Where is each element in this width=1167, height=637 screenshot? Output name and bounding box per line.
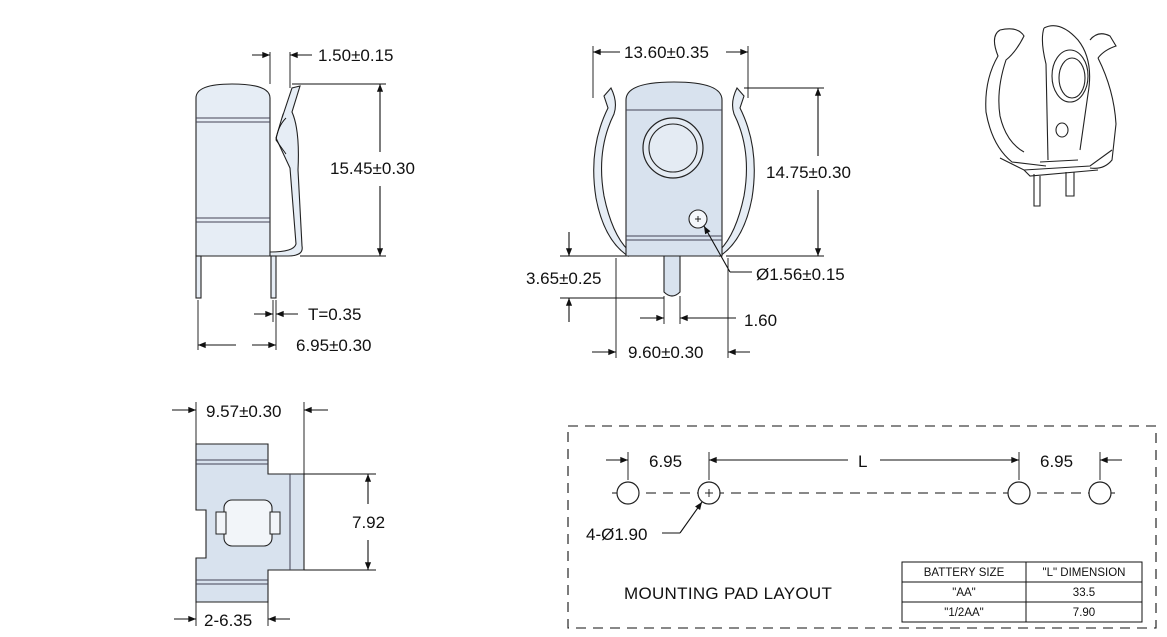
table-cell-size-half-aa: "1/2AA" [944,607,984,619]
pad-hole-4 [1088,481,1112,505]
dim-height: 15.45±0.30 [330,159,415,178]
dim-bottom-width: 9.57±0.30 [206,402,282,421]
battery-table: BATTERY SIZE "L" DIMENSION "AA" 33.5 "1/… [901,561,1143,623]
table-header-battery-size: BATTERY SIZE [924,567,1005,579]
dim-bottom-depth: 7.92 [352,513,385,532]
side-view: 1.50±0.15 15.45±0.30 T=0.35 6.95±0.30 [195,46,415,355]
dim-pin-spacing: 6.95±0.30 [296,336,372,355]
pad-hole-3 [1007,481,1031,505]
dim-base-width: 9.60±0.30 [628,343,704,362]
pad-hole-1 [616,481,640,505]
pad-layout-title: MOUNTING PAD LAYOUT [624,584,832,603]
dim-material-thickness: T=0.35 [308,305,361,324]
front-left-arm [593,87,629,258]
pad-right-offset: 6.95 [1040,452,1073,471]
table-cell-l-half-aa: 7.90 [1073,607,1095,619]
pad-center-label: L [858,452,867,471]
dim-front-height: 14.75±0.30 [766,163,851,182]
table-cell-l-aa: 33.5 [1073,587,1095,599]
dim-pin-length: 3.65±0.25 [526,269,602,288]
bottom-view-window [223,499,273,547]
dim-pin-pitch: 2-6.35 [204,611,252,630]
side-view-body [195,83,271,257]
side-pin-left [195,255,202,299]
side-view-spring [269,85,303,257]
isometric-view [985,25,1117,207]
front-right-arm [719,87,755,258]
mounting-pad-border [567,425,1157,629]
front-pin [663,255,681,297]
side-pin-right [270,255,277,299]
front-view: 13.60±0.35 14.75±0.30 3.65±0.25 Ø1.56±0.… [526,43,851,362]
bottom-view: 9.57±0.30 7.92 2-6.35 [172,402,385,630]
mounting-pad-layout: 6.95 L 6.95 4-Ø1.90 MOUNTING PAD LAYOUT … [567,425,1157,629]
front-contact-circle [642,117,704,179]
table-cell-size-aa: "AA" [952,587,976,599]
dim-hole-diameter: Ø1.56±0.15 [756,265,845,284]
pad-left-offset: 6.95 [649,452,682,471]
pad-hole-callout: 4-Ø1.90 [586,525,647,544]
dim-pin-width: 1.60 [744,311,777,330]
table-header-l-dimension: "L" DIMENSION [1043,567,1126,579]
dim-thickness-top: 1.50±0.15 [318,46,394,65]
dim-front-width: 13.60±0.35 [624,43,709,62]
